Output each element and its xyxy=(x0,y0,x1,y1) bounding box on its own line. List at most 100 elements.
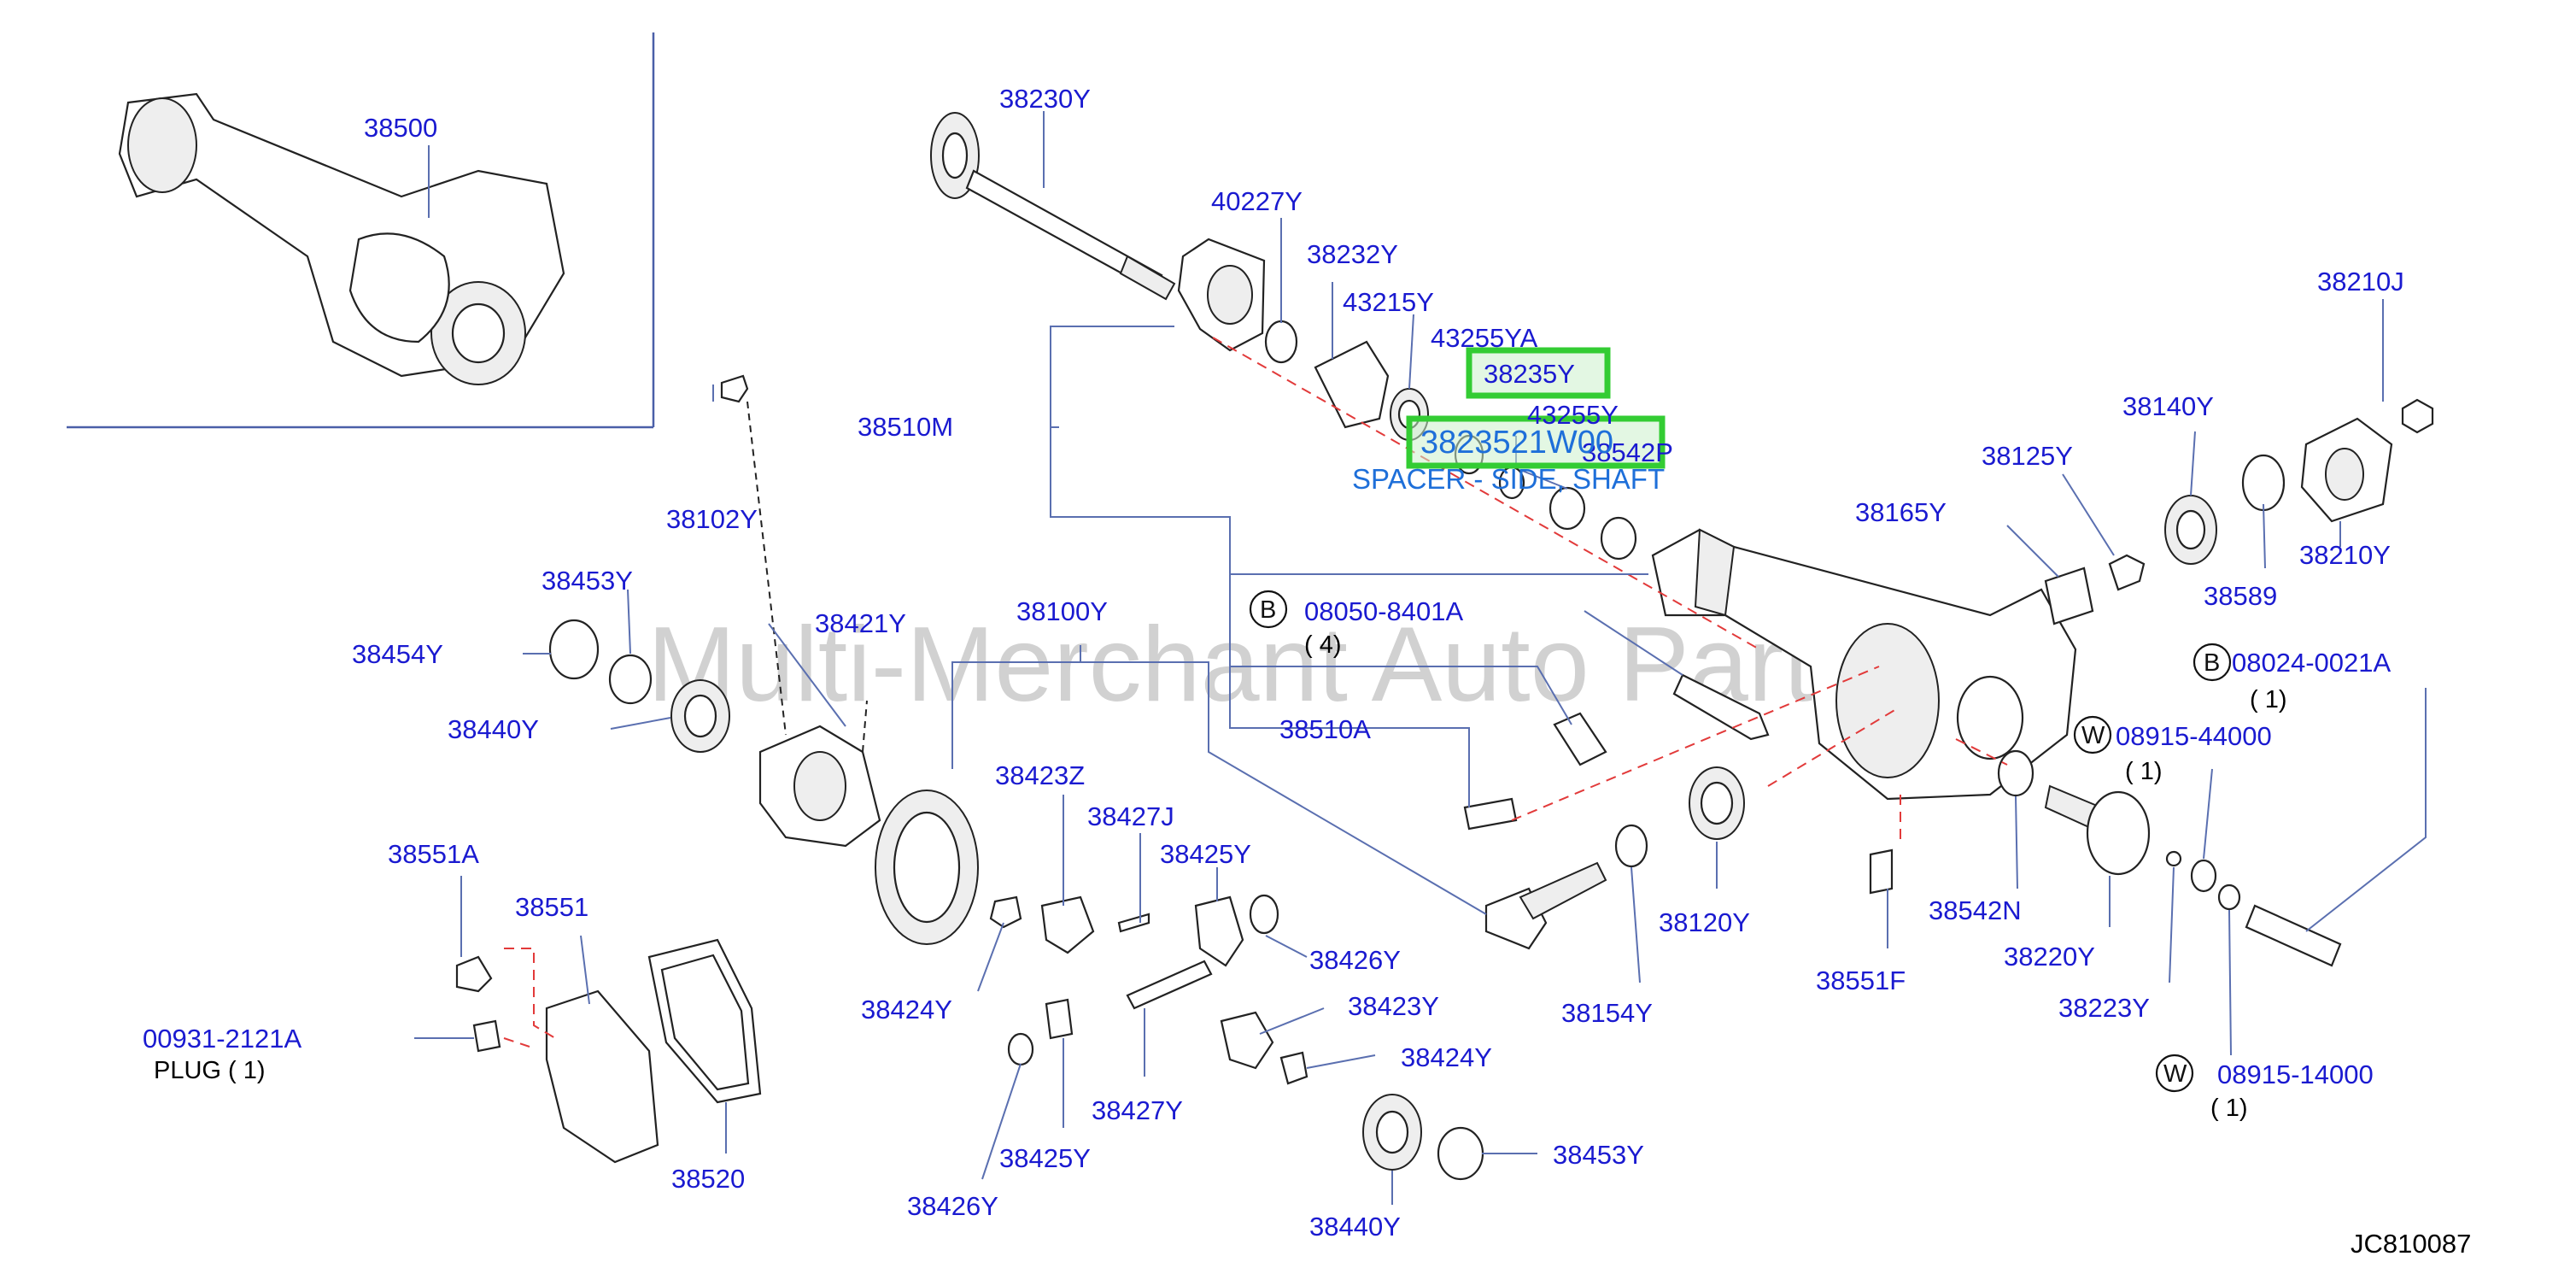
highlight-box-38235y xyxy=(1469,350,1607,396)
label-38510a[interactable]: 38510A xyxy=(1279,714,1371,744)
label-38453y-a[interactable]: 38453Y xyxy=(542,566,633,596)
label-38551f[interactable]: 38551F xyxy=(1816,966,1906,995)
inset-frame xyxy=(67,32,655,429)
rear-cover-illustration xyxy=(545,989,659,1164)
washer-38426y-illustration xyxy=(1249,894,1279,935)
washer-symbol-08915-14000: W xyxy=(2155,1054,2194,1093)
label-43255ya[interactable]: 43255YA xyxy=(1431,323,1538,353)
label-38589[interactable]: 38589 xyxy=(2204,581,2277,611)
bearing-38440y-inner xyxy=(683,694,717,738)
label-38120y[interactable]: 38120Y xyxy=(1659,907,1750,937)
label-38423y[interactable]: 38423Y xyxy=(1348,991,1439,1021)
ring-gear-illustration xyxy=(875,790,979,945)
differential-case-illustration xyxy=(758,725,881,848)
label-38510m[interactable]: 38510M xyxy=(858,412,953,442)
bolt-38551a-illustration xyxy=(455,955,493,993)
seal-38454y-illustration xyxy=(548,619,600,680)
drive-pinion-illustration xyxy=(1484,861,1607,950)
label-08915-44000[interactable]: 08915-44000 xyxy=(2116,721,2272,751)
label-43215y[interactable]: 43215Y xyxy=(1343,287,1434,317)
label-38425y-b[interactable]: 38425Y xyxy=(999,1143,1091,1173)
plate-38232y-illustration xyxy=(1314,340,1390,429)
label-38165y[interactable]: 38165Y xyxy=(1855,497,1947,527)
label-38551[interactable]: 38551 xyxy=(515,892,588,922)
label-38220y[interactable]: 38220Y xyxy=(2004,942,2095,972)
label-38551a[interactable]: 38551A xyxy=(388,839,479,869)
shaft-38427y-illustration xyxy=(1126,960,1213,1010)
carrier-housing-illustration xyxy=(1651,528,2077,801)
label-38100y[interactable]: 38100Y xyxy=(1016,596,1108,626)
label-38500[interactable]: 38500 xyxy=(364,113,437,143)
seal-illustration xyxy=(1264,320,1298,364)
label-00931-2121a[interactable]: 00931-2121A xyxy=(143,1024,302,1054)
label-38230y[interactable]: 38230Y xyxy=(999,84,1091,114)
label-08024-0021a[interactable]: 08024-0021A xyxy=(2232,648,2391,678)
assembly-dash-lines xyxy=(503,337,2008,1048)
label-38140y[interactable]: 38140Y xyxy=(2122,391,2214,421)
washer-38426y-b-illustration xyxy=(1007,1032,1034,1066)
label-38426y-a[interactable]: 38426Y xyxy=(1309,945,1401,975)
pinion-gear-38423y-illustration xyxy=(1220,1011,1274,1070)
bolt-08050-illustration xyxy=(1672,673,1770,741)
label-38210y[interactable]: 38210Y xyxy=(2299,540,2391,570)
label-38454y[interactable]: 38454Y xyxy=(352,639,443,669)
side-gear-38425y-b-illustration xyxy=(1045,998,1074,1040)
pin-38427j-illustration xyxy=(1117,913,1150,933)
label-38125y[interactable]: 38125Y xyxy=(1982,441,2073,471)
nut-38125y-illustration xyxy=(2108,554,2146,591)
label-38427j[interactable]: 38427J xyxy=(1087,801,1174,831)
spacer-38542p-illustration xyxy=(1600,516,1637,561)
quantity-08915-44000: ( 1) xyxy=(2125,758,2163,785)
quantity-08050: ( 4) xyxy=(1304,631,1342,659)
label-43255y[interactable]: 43255Y xyxy=(1527,400,1619,430)
washer-symbol-letter: W xyxy=(2081,722,2105,749)
shim-38453y-illustration xyxy=(608,654,653,705)
seal-38542n-illustration xyxy=(1997,749,2034,797)
part-labels: 38500 38230Y 40227Y 38232Y 43215Y 43255Y… xyxy=(143,84,2404,1242)
label-38427y[interactable]: 38427Y xyxy=(1092,1095,1183,1125)
washer-08915-44000-illustration xyxy=(2190,859,2217,893)
label-40227y[interactable]: 40227Y xyxy=(1211,186,1303,216)
label-38542n[interactable]: 38542N xyxy=(1929,895,2022,925)
spacer-38154y-illustration xyxy=(1614,824,1648,868)
highlight-box-selected xyxy=(1409,419,1662,466)
label-38232y[interactable]: 38232Y xyxy=(1307,239,1398,269)
label-38210j[interactable]: 38210J xyxy=(2317,267,2404,296)
label-08050-8401a[interactable]: 08050-8401A xyxy=(1304,596,1463,626)
nut-38210j-illustration xyxy=(2401,398,2434,434)
flange-38220y-illustration xyxy=(2044,784,2151,876)
label-38426y-b[interactable]: 38426Y xyxy=(907,1191,998,1221)
label-38223y[interactable]: 38223Y xyxy=(2058,993,2150,1023)
quantity-08915-14000: ( 1) xyxy=(2210,1095,2248,1122)
label-38421y[interactable]: 38421Y xyxy=(815,608,906,638)
highlight-box-38235y-border xyxy=(1466,347,1611,399)
label-38440y-b[interactable]: 38440Y xyxy=(1309,1212,1401,1242)
label-38440y-a[interactable]: 38440Y xyxy=(448,714,539,744)
bolt-symbol-08024: B xyxy=(2193,643,2232,682)
bolt-38102y-illustration xyxy=(720,374,749,403)
axle-shaft-illustration xyxy=(930,112,1176,301)
quantity-08024: ( 1) xyxy=(2250,686,2287,713)
label-38542p[interactable]: 38542P xyxy=(1582,437,1673,467)
companion-flange-illustration xyxy=(2300,417,2393,523)
bolt-08024-illustration xyxy=(2245,904,2342,967)
washer-08915-14000-illustration xyxy=(2217,883,2241,911)
bolt-symbol-letter-2: B xyxy=(2204,649,2220,677)
bearing-38120y-inner xyxy=(1700,781,1734,825)
label-selected-part-number[interactable]: 3823521W00 xyxy=(1420,425,1613,461)
pinion-gear-38423z-illustration xyxy=(1040,895,1095,954)
label-38424y-b[interactable]: 38424Y xyxy=(1401,1042,1492,1072)
label-38453y-b[interactable]: 38453Y xyxy=(1553,1140,1644,1170)
label-08915-14000[interactable]: 08915-14000 xyxy=(2217,1060,2374,1089)
plug-00931-illustration xyxy=(472,1019,501,1053)
label-38235y-highlighted[interactable]: 38235Y xyxy=(1484,359,1575,389)
gasket-38520-illustration xyxy=(647,938,762,1104)
highlight-box-selected-border xyxy=(1406,415,1666,469)
label-38425y-a[interactable]: 38425Y xyxy=(1160,839,1251,869)
label-38423z[interactable]: 38423Z xyxy=(995,760,1085,790)
label-38424y-a[interactable]: 38424Y xyxy=(861,995,952,1024)
label-38154y[interactable]: 38154Y xyxy=(1561,998,1653,1028)
washer-symbol-letter-2: W xyxy=(2163,1060,2187,1088)
label-38520[interactable]: 38520 xyxy=(671,1164,745,1194)
label-38102y[interactable]: 38102Y xyxy=(666,504,758,534)
